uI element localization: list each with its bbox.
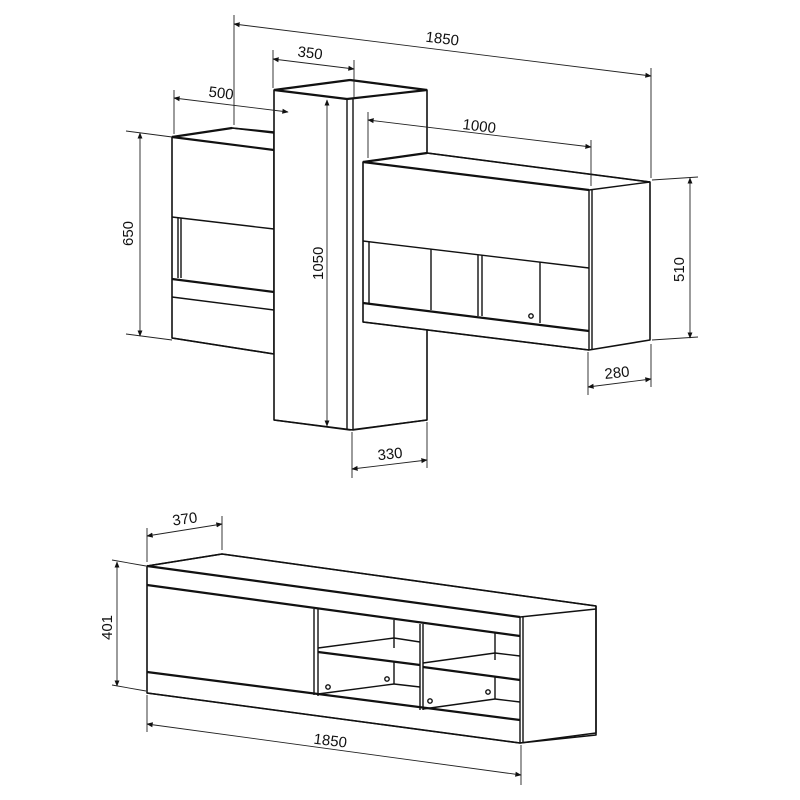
handle-knob-icon: [325, 684, 331, 690]
handle-knob-icon: [384, 676, 390, 682]
right-wall-cabinet: [362, 151, 651, 351]
wall-unit-set: 1850 350 500 1000 650 1050: [120, 15, 699, 478]
dim-right-cabinet-height: 510: [671, 257, 688, 282]
wall-dimensions: 1850 350 500 1000 650 1050: [120, 15, 699, 478]
dim-column-width: 350: [297, 44, 324, 64]
dim-stand-width: 1850: [313, 731, 348, 752]
dim-stand-depth: 370: [171, 509, 198, 529]
dim-stand-height: 401: [99, 615, 116, 640]
dim-left-cabinet-height: 650: [120, 221, 137, 246]
handle-knob-icon: [427, 698, 433, 704]
tv-stand: [146, 553, 597, 744]
tv-stand-dimensions: 370 401 1850: [99, 509, 522, 785]
dim-right-cabinet-depth: 280: [604, 364, 631, 384]
dim-overall-width: 1850: [425, 29, 460, 50]
dim-column-depth: 330: [377, 445, 404, 465]
dim-column-height: 1050: [310, 247, 327, 280]
left-wall-cabinet: [171, 126, 275, 355]
handle-knob-icon: [528, 313, 534, 319]
dim-left-cabinet-width: 500: [208, 84, 235, 104]
handle-knob-icon: [485, 689, 491, 695]
dim-right-cabinet-width: 1000: [462, 116, 497, 137]
